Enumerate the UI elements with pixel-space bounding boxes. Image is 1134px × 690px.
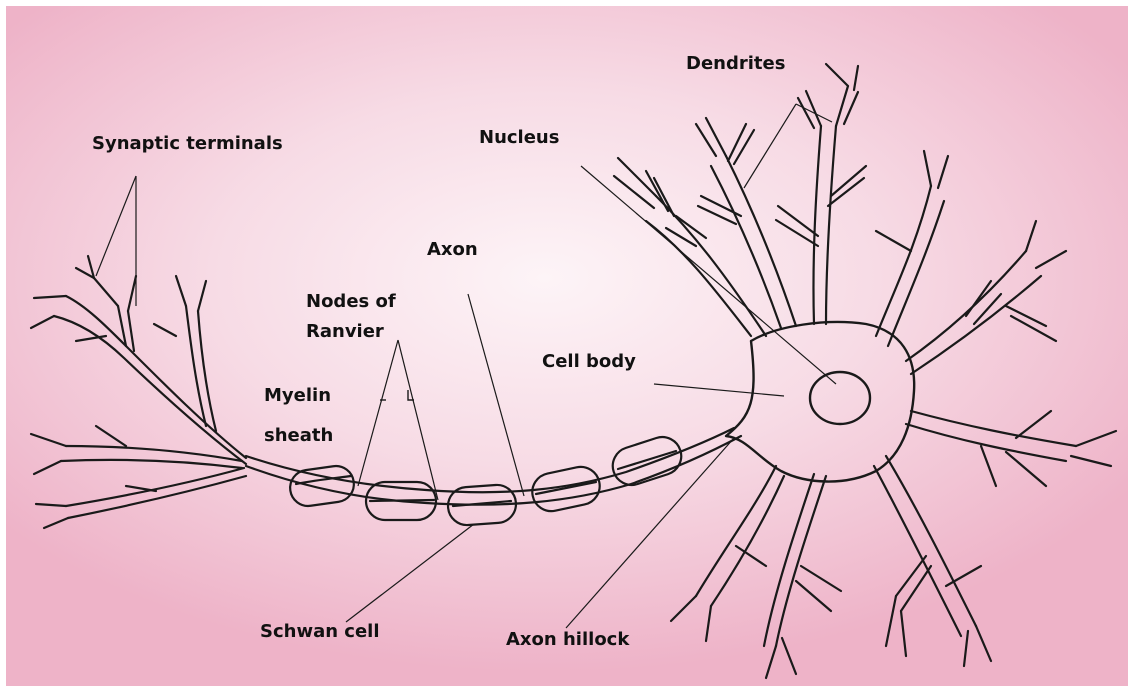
label-nodes-of-ranvier-line2: Ranvier: [306, 320, 384, 344]
stray-marks: [380, 390, 414, 400]
label-schwan-cell: Schwan cell: [260, 620, 380, 644]
label-axon: Axon: [427, 238, 478, 262]
label-myelin-sheath-line2: sheath: [264, 424, 333, 448]
label-myelin-sheath-line1: Myelin: [264, 384, 331, 408]
myelin-sheaths: [288, 432, 686, 526]
label-axon-hillock: Axon hillock: [506, 628, 629, 652]
dendrites: [614, 64, 1116, 678]
neuron-drawing: [6, 6, 1128, 686]
nucleus-shape: [810, 372, 870, 424]
label-synaptic-terminals: Synaptic terminals: [92, 132, 283, 156]
label-nucleus: Nucleus: [479, 126, 559, 150]
label-dendrites: Dendrites: [686, 52, 785, 76]
label-cell-body: Cell body: [542, 350, 636, 374]
label-nodes-of-ranvier-line1: Nodes of: [306, 290, 396, 314]
neuron-diagram: Dendrites Synaptic terminals Nucleus Axo…: [6, 6, 1128, 686]
synaptic-terminals: [31, 256, 246, 528]
